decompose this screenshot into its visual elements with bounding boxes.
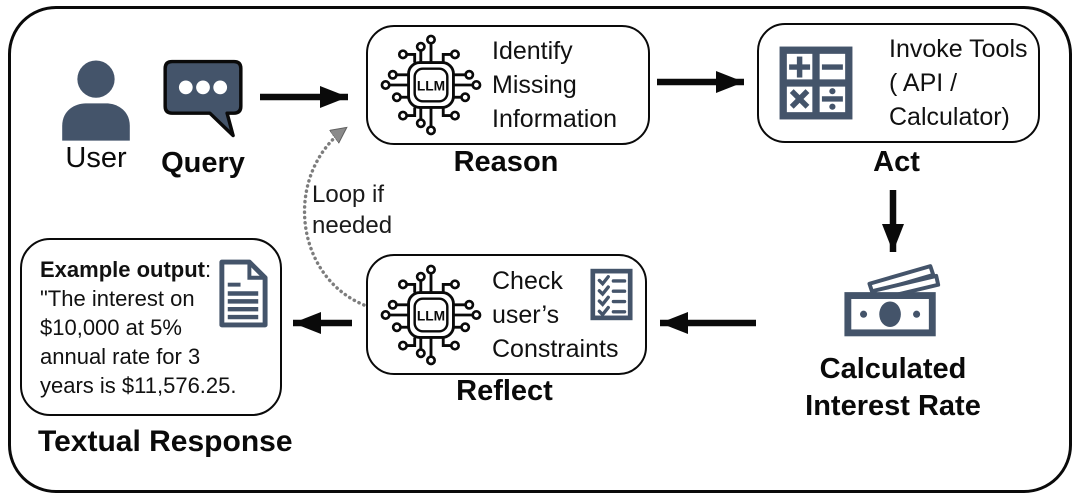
act-text-line: ( API /	[889, 69, 958, 97]
reflect-label: Reflect	[456, 375, 553, 407]
llm-chip-icon: LLM	[380, 264, 482, 365]
example-output-line: annual rate for 3	[40, 344, 201, 369]
textual-response-label: Textual Response	[38, 425, 293, 458]
reflect-text-line: Constraints	[492, 334, 619, 363]
checklist-icon	[590, 268, 633, 321]
calculator-icon	[779, 46, 853, 120]
reflect-box: LLM Check user’s Constraints	[366, 254, 647, 375]
banknote-icon	[844, 264, 941, 337]
interest-label-line: Interest Rate	[805, 390, 981, 422]
interest-label-line: Calculated	[819, 353, 967, 385]
reason-text-line: Missing	[492, 71, 577, 99]
llm-chip-text: LLM	[417, 79, 445, 94]
example-output-line: $10,000 at 5%	[40, 315, 182, 340]
user-label: User	[65, 142, 127, 174]
query-label: Query	[161, 147, 245, 179]
act-label: Act	[873, 146, 920, 178]
llm-chip-icon: LLM	[380, 34, 482, 136]
reason-text-line: Identify	[492, 37, 573, 65]
reflect-text-line: user’s	[492, 300, 560, 329]
speech-bubble-icon	[163, 59, 243, 138]
example-output-heading: Example output:	[40, 257, 212, 282]
loop-arrow	[302, 126, 366, 307]
example-output-line: "The interest on	[40, 286, 195, 311]
document-icon	[219, 259, 268, 328]
person-icon	[62, 60, 130, 141]
loop-label: Loop if needed	[312, 181, 393, 239]
act-box: Invoke Tools ( API / Calculator)	[757, 23, 1040, 143]
reflect-text-line: Check	[492, 266, 563, 295]
example-output-line: years is $11,576.25.	[40, 373, 237, 398]
reason-label: Reason	[453, 146, 559, 178]
diagram-border	[8, 6, 1072, 493]
reason-text-line: Information	[492, 105, 618, 133]
llm-chip-text: LLM	[417, 308, 445, 323]
reason-box: LLM Identify Missing Information	[366, 25, 650, 145]
example-output-box: Example output: "The interest on $10,000…	[20, 238, 282, 416]
act-text-line: Calculator)	[889, 103, 1010, 131]
act-text-line: Invoke Tools	[889, 35, 1028, 63]
